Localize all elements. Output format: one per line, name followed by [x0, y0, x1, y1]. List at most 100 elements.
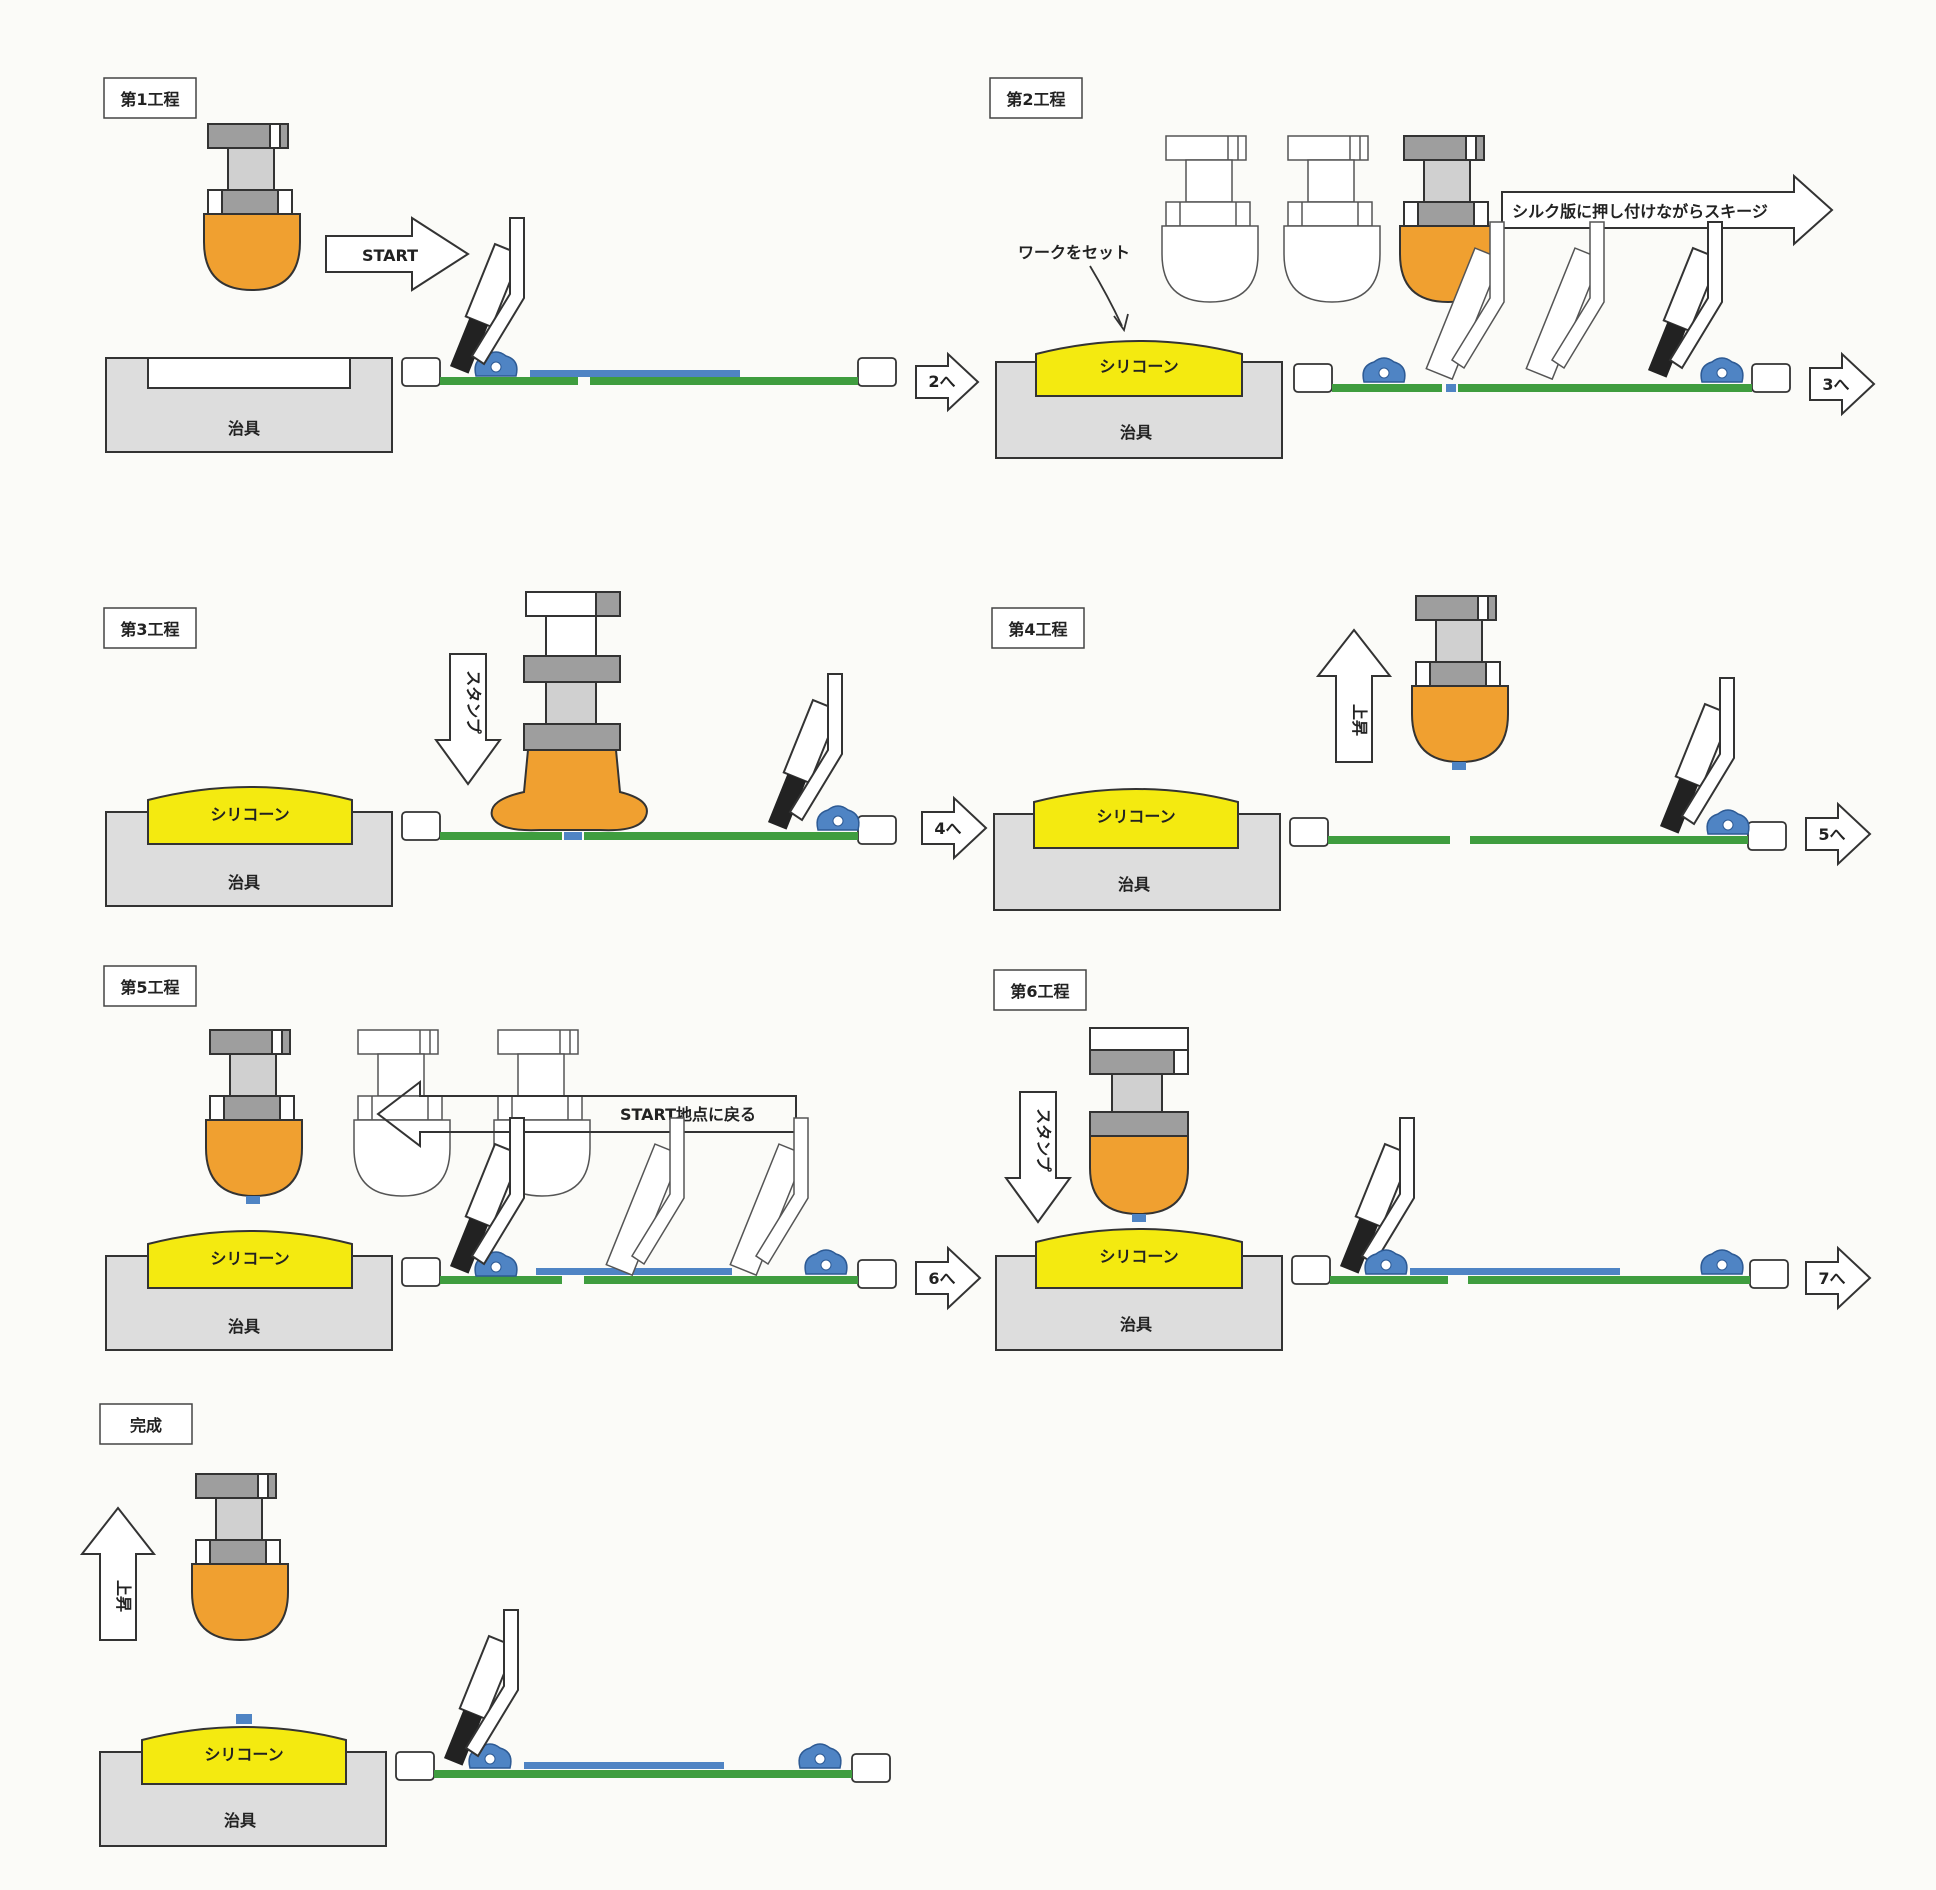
- jig-label: 治具: [1120, 1315, 1152, 1334]
- stamp-label: スタンプ: [1034, 1108, 1053, 1173]
- set-work-label: ワークをセット: [1018, 243, 1130, 262]
- rise-label: 上昇: [114, 1580, 133, 1612]
- next-label: 2へ: [928, 372, 955, 391]
- next-arrow: [915, 351, 980, 413]
- rise-arrow-up: [1315, 628, 1393, 763]
- step-complete: 完成 上昇 シリコーン 治具: [79, 1403, 891, 1847]
- transferred-ink: [246, 1196, 260, 1204]
- pad-head: [203, 123, 301, 291]
- return-label: START地点に戻る: [620, 1105, 756, 1124]
- silicone: [1035, 1228, 1243, 1289]
- step-3: 第3工程 スタンプ シリコーン 治具 4へ: [103, 591, 988, 907]
- step-6-title: 第6工程: [1010, 982, 1069, 1001]
- screen-right: [1458, 384, 1752, 392]
- squeegee: [445, 1117, 525, 1277]
- ink-blob-2: [798, 1743, 842, 1769]
- step-1-title-box: [103, 77, 197, 119]
- jig-label: 治具: [228, 419, 260, 438]
- head-top-tab: [1173, 1049, 1189, 1075]
- set-work-pointer: [1089, 265, 1123, 327]
- squeegee-ghost-1: [605, 1117, 685, 1276]
- ink-blob-2: [1700, 1249, 1744, 1275]
- clamp-right: [1749, 1259, 1789, 1289]
- step-3-title: 第3工程: [120, 620, 179, 639]
- silicone: [1035, 340, 1243, 397]
- stamp-label: スタンプ: [464, 670, 483, 735]
- head-shaft: [545, 681, 597, 725]
- step-1: 第1工程 START 治具 2へ: [103, 77, 980, 453]
- pad-head: [205, 1029, 303, 1197]
- jig-label: 治具: [228, 1317, 260, 1336]
- ink-blob: [1362, 357, 1406, 383]
- screen-right: [1468, 1276, 1750, 1284]
- head-shaft-ghost: [545, 615, 597, 657]
- step-4: 第4工程 上昇 シリコーン 治具 5へ: [991, 595, 1872, 911]
- silicone-label: シリコーン: [210, 805, 289, 824]
- ink-blob: [1706, 809, 1750, 835]
- transferred-ink: [1452, 762, 1466, 770]
- complete-title-box: [99, 1403, 193, 1445]
- silicone-label: シリコーン: [1099, 1247, 1178, 1266]
- transferred-ink: [1132, 1214, 1146, 1222]
- pad-ghost-1: [353, 1029, 451, 1197]
- next-label: 6へ: [928, 1269, 955, 1288]
- step-5: 第5工程 START地点に戻る シリコーン 治具 6へ: [103, 965, 982, 1351]
- step-6-title-box: [993, 969, 1087, 1011]
- squeegee-label: シルク版に押し付けながらスキージ: [1512, 202, 1768, 221]
- clamp-left: [395, 1751, 435, 1781]
- silicone-label: シリコーン: [1096, 807, 1175, 826]
- next-label: 5へ: [1818, 825, 1845, 844]
- next-arrow: [1805, 801, 1872, 867]
- jig-label: 治具: [228, 873, 260, 892]
- ink-layer: [524, 1762, 724, 1769]
- step-4-title-box: [991, 607, 1085, 649]
- screen-left: [440, 377, 578, 385]
- start-label: START: [362, 246, 418, 265]
- pad-head: [1411, 595, 1509, 763]
- silicone-label: シリコーン: [210, 1249, 289, 1268]
- step-2-title: 第2工程: [1006, 90, 1065, 109]
- ink-in-opening: [1446, 384, 1456, 392]
- squeegee-ghost-2: [1525, 221, 1605, 380]
- clamp-left: [401, 357, 441, 387]
- step-3-title-box: [103, 607, 197, 649]
- return-arrow: [376, 1079, 797, 1149]
- silicone-label: シリコーン: [1099, 357, 1178, 376]
- jig-cavity: [147, 357, 351, 389]
- head-top-ghost: [1089, 1027, 1189, 1051]
- ink-in-opening: [564, 832, 582, 840]
- pad-squashed: [490, 749, 648, 832]
- next-label: 7へ: [1818, 1269, 1845, 1288]
- ink-layer: [530, 370, 740, 377]
- clamp-right: [1751, 363, 1791, 393]
- pad-ghost-2: [1283, 135, 1381, 303]
- head-mid-block: [523, 655, 621, 683]
- next-arrow: [1805, 1245, 1872, 1311]
- silicone: [1033, 788, 1239, 849]
- step-5-title: 第5工程: [120, 978, 179, 997]
- silicone-label: シリコーン: [204, 1745, 283, 1764]
- step-6: 第6工程 スタンプ シリコーン 治具 7へ: [993, 969, 1872, 1351]
- squeegee: [1643, 221, 1723, 381]
- set-work-pointer-head: [1113, 313, 1129, 333]
- next-arrow: [915, 1245, 982, 1311]
- head-shaft: [1111, 1073, 1163, 1115]
- next-arrow: [921, 795, 988, 861]
- screen-right: [584, 1276, 858, 1284]
- pad: [1089, 1135, 1189, 1216]
- screen-left: [440, 832, 562, 840]
- clamp-right: [1747, 821, 1787, 851]
- head-low-block: [1089, 1111, 1189, 1137]
- start-arrow: [325, 216, 470, 292]
- squeegee-ghost-2: [729, 1117, 809, 1276]
- next-label: 4へ: [934, 819, 961, 838]
- step-1-title: 第1工程: [120, 90, 179, 109]
- clamp-left: [1289, 817, 1329, 847]
- head-low-block: [523, 723, 621, 751]
- squeegee: [439, 1609, 519, 1769]
- screen-right: [1470, 836, 1748, 844]
- screen-right: [584, 832, 858, 840]
- ink-blob-2: [1700, 357, 1744, 383]
- squeegee-arrow: [1501, 173, 1834, 247]
